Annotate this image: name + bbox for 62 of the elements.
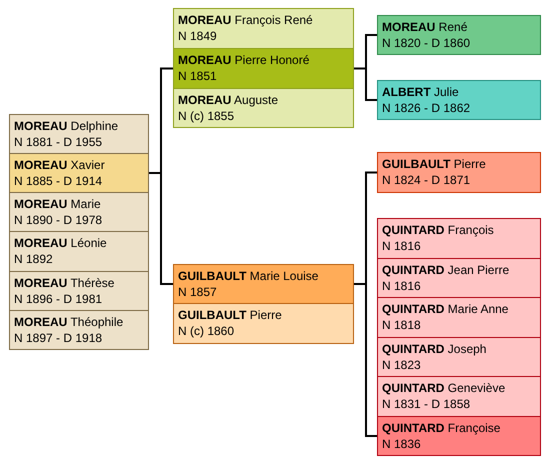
person-name: MOREAU Thérèse [14,275,114,291]
life-dates: N 1896 - D 1981 [14,291,102,307]
life-dates: N 1885 - D 1914 [14,173,102,189]
life-dates: N 1892 [14,251,53,267]
life-dates: N 1890 - D 1978 [14,212,102,228]
person-box [173,8,354,49]
person-name: QUINTARD Françoise [382,420,500,436]
life-dates: N (c) 1855 [178,108,234,124]
person-box [9,153,149,193]
life-dates: N 1816 [382,238,421,254]
person-box [9,114,149,154]
person-name: MOREAU Théophile [14,314,124,330]
life-dates: N 1881 - D 1955 [14,134,102,150]
person-box [377,218,541,259]
person-name: GUILBAULT Marie Louise [178,268,318,284]
life-dates: N 1816 [382,278,421,294]
life-dates: N 1831 - D 1858 [382,396,470,412]
person-box [377,337,541,377]
life-dates: N 1824 - D 1871 [382,172,470,188]
person-name: QUINTARD Jean Pierre [382,262,510,278]
person-name: QUINTARD Geneviève [382,380,506,396]
life-dates: N (c) 1860 [178,323,234,339]
person-name: ALBERT Julie [382,84,459,100]
person-box [377,416,541,456]
person-box [173,48,354,89]
person-box [377,376,541,417]
person-box [377,297,541,338]
person-box [173,303,354,344]
person-name: GUILBAULT Pierre [178,307,282,323]
person-name: MOREAU Pierre Honoré [178,52,310,68]
person-name: MOREAU Léonie [14,235,107,251]
life-dates: N 1826 - D 1862 [382,100,470,116]
person-name: MOREAU René [382,19,468,35]
person-box [9,231,149,272]
person-name: MOREAU François René [178,12,313,28]
connector-line [149,172,173,285]
person-name: MOREAU Marie [14,196,101,212]
person-name: QUINTARD Marie Anne [382,301,508,317]
person-box [173,88,354,128]
person-box [377,15,541,55]
connector-line [354,68,377,101]
person-name: MOREAU Delphine [14,118,118,134]
person-box [377,80,541,120]
person-box [377,258,541,298]
person-box [9,192,149,232]
life-dates: N 1820 - D 1860 [382,35,470,51]
life-dates: N 1897 - D 1918 [14,330,102,346]
life-dates: N 1818 [382,317,421,333]
life-dates: N 1851 [178,68,217,84]
life-dates: N 1849 [178,28,217,44]
person-name: MOREAU Auguste [178,92,278,108]
person-name: MOREAU Xavier [14,157,105,173]
person-name: QUINTARD Joseph [382,341,486,357]
person-name: QUINTARD François [382,222,494,238]
life-dates: N 1836 [382,436,421,452]
person-box [9,271,149,311]
person-box [9,310,149,350]
life-dates: N 1823 [382,357,421,373]
person-box [377,152,541,193]
person-box [173,264,354,304]
person-name: GUILBAULT Pierre [382,156,486,172]
life-dates: N 1857 [178,284,217,300]
